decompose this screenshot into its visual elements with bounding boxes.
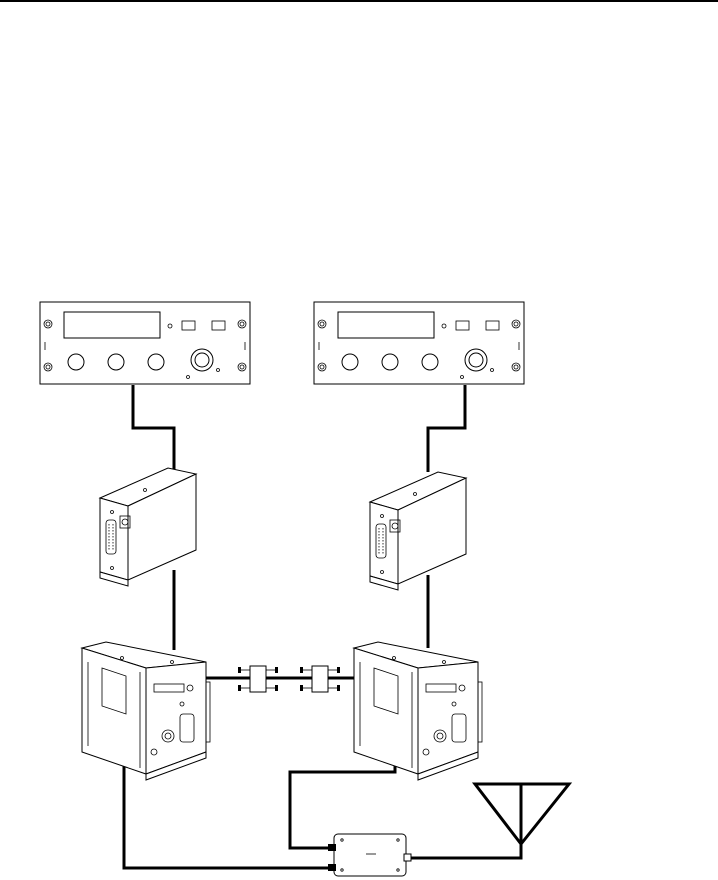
antenna-splitter [328,834,411,876]
transceiver-right [354,642,482,780]
wire-head-left-to-remote-left [133,385,174,472]
wire-splitter-to-antenna [406,845,521,858]
remote-unit-right [370,472,466,590]
control-head-left [40,302,250,384]
control-head-right [314,302,524,384]
remote-unit-left [100,468,196,586]
wire-head-right-to-remote-right [428,385,465,472]
wiring [124,385,521,868]
antenna [475,784,569,858]
transceiver-left [82,642,210,780]
